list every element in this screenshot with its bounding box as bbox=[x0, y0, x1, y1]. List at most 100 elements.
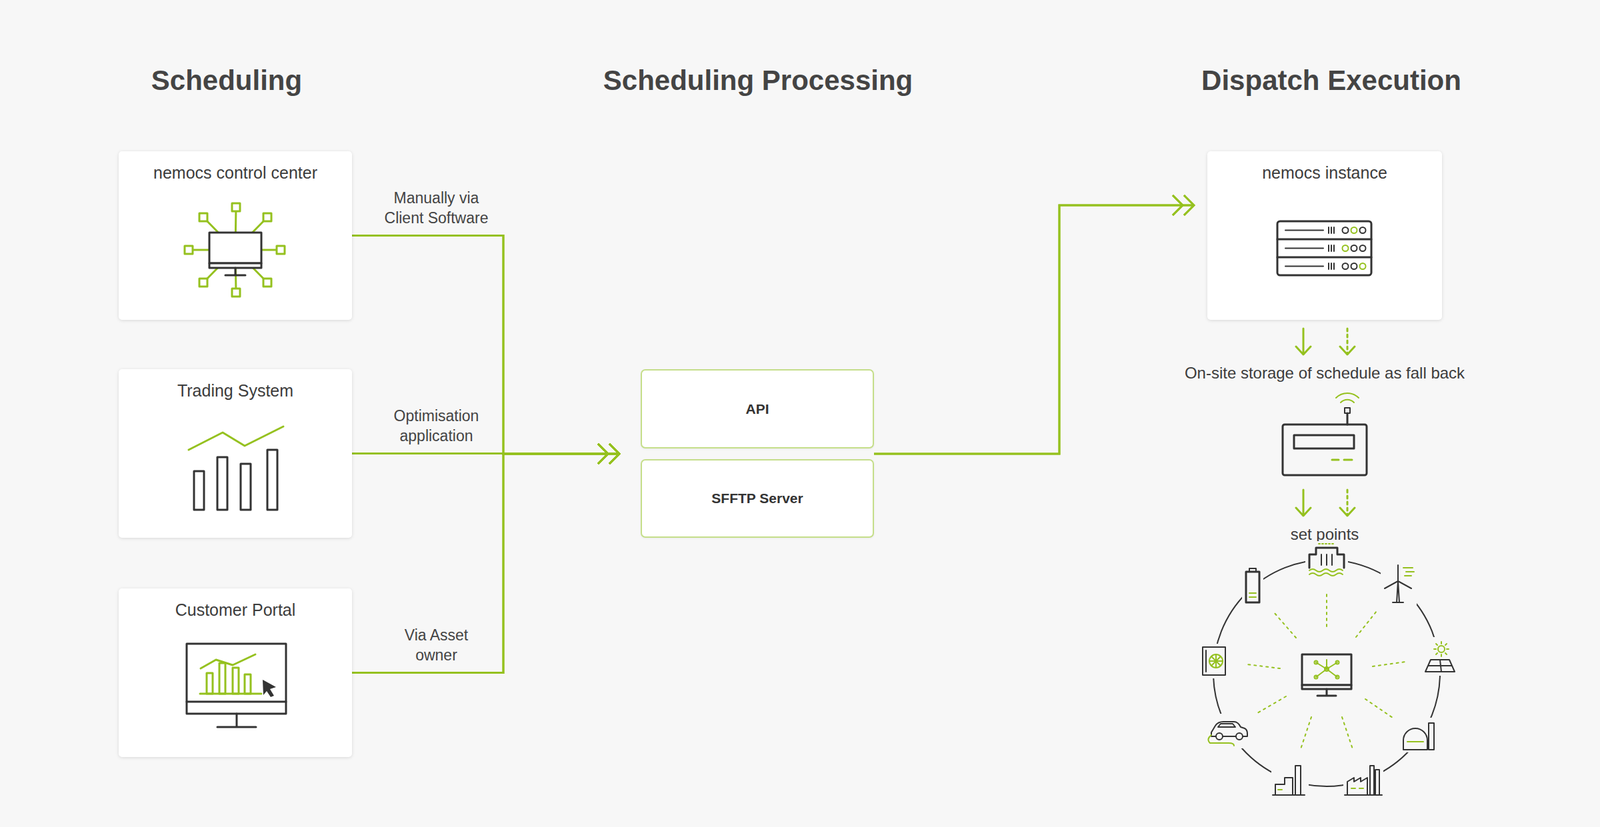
icon-backdrop bbox=[1199, 644, 1229, 679]
connector-line bbox=[352, 236, 620, 455]
sun-rays bbox=[1434, 642, 1449, 657]
industrial-building-icon bbox=[1271, 762, 1309, 798]
unit-panel bbox=[1205, 650, 1207, 672]
connector-line bbox=[352, 454, 620, 674]
node-label: Trading System bbox=[118, 369, 352, 401]
icon-backdrop bbox=[1271, 762, 1309, 798]
battery-body bbox=[1246, 572, 1260, 603]
storage-building-icon bbox=[1400, 718, 1441, 753]
ground-line bbox=[1272, 794, 1305, 796]
wifi-signal bbox=[1336, 393, 1359, 403]
chimney bbox=[1428, 723, 1434, 750]
network-node bbox=[1314, 661, 1318, 665]
factory-windows bbox=[1351, 788, 1364, 790]
node-label: nemocs control center bbox=[118, 151, 352, 183]
edge-label: Optimisation application bbox=[376, 406, 497, 446]
source-card: Customer Portal bbox=[118, 588, 352, 758]
monitor-bezel bbox=[1302, 685, 1352, 690]
electric-car-icon bbox=[1206, 714, 1250, 749]
plant-dots bbox=[1318, 543, 1335, 545]
network-node bbox=[1336, 676, 1340, 680]
monitor-screen bbox=[1302, 654, 1352, 686]
antenna bbox=[1346, 413, 1349, 425]
solar-panel-icon bbox=[1420, 637, 1458, 676]
interface-box: SFFTP Server bbox=[640, 459, 874, 538]
charging-cable bbox=[1208, 735, 1234, 746]
control-computer-icon bbox=[1302, 654, 1352, 696]
car-body bbox=[1211, 722, 1248, 737]
factory-icon bbox=[1343, 762, 1384, 798]
solid-down-arrow bbox=[1296, 328, 1311, 355]
column-heading: Scheduling bbox=[151, 64, 302, 97]
target-card: nemocs instance bbox=[1207, 151, 1442, 320]
connector-line bbox=[874, 205, 1194, 454]
dotted-down-arrow bbox=[1346, 490, 1349, 516]
edge-label: Via Asset owner bbox=[393, 625, 480, 666]
device-body bbox=[1282, 424, 1367, 476]
chimney bbox=[1375, 770, 1380, 796]
arrow-head bbox=[1340, 346, 1355, 355]
node-label: Customer Portal bbox=[118, 588, 352, 620]
building bbox=[1275, 778, 1293, 796]
monitor-stand bbox=[1317, 689, 1336, 696]
source-card: Trading System bbox=[118, 369, 352, 538]
dotted-down-arrow bbox=[1346, 328, 1349, 354]
network-spoke bbox=[1316, 660, 1338, 678]
unit-casing bbox=[1202, 647, 1226, 676]
column-heading: Dispatch Execution bbox=[1201, 64, 1462, 97]
interface-box: API bbox=[640, 369, 874, 449]
fan-blades bbox=[1209, 654, 1223, 668]
ground-line bbox=[1344, 794, 1382, 796]
asset-ring bbox=[1213, 560, 1440, 787]
flow-arrows bbox=[1296, 328, 1355, 355]
chimney bbox=[1295, 766, 1301, 796]
solid-down-arrow bbox=[1296, 490, 1311, 516]
dome bbox=[1403, 728, 1428, 750]
turbine-blades bbox=[1384, 565, 1412, 589]
turbine-tower bbox=[1392, 581, 1404, 603]
water-waves bbox=[1309, 569, 1343, 576]
connector-line bbox=[352, 236, 620, 455]
sun bbox=[1438, 646, 1445, 653]
factory-hall bbox=[1347, 778, 1368, 796]
wind-lines bbox=[1403, 568, 1414, 576]
node-label: API bbox=[745, 401, 769, 418]
icon-backdrop bbox=[1420, 637, 1458, 676]
device-leds bbox=[1332, 459, 1352, 462]
icon-backdrop bbox=[1380, 562, 1417, 606]
icon-backdrop bbox=[1343, 762, 1384, 798]
battery-cap bbox=[1249, 568, 1256, 572]
solar-panel bbox=[1425, 660, 1455, 672]
edge-label: Manually via Client Software bbox=[376, 188, 497, 228]
car-wheel bbox=[1236, 733, 1243, 740]
flow-arrows bbox=[1296, 490, 1355, 516]
battery-icon bbox=[1242, 566, 1264, 607]
connector-line bbox=[874, 205, 1194, 454]
antenna-tip bbox=[1344, 408, 1350, 414]
device-display bbox=[1294, 435, 1354, 449]
icon-backdrop bbox=[1242, 566, 1264, 607]
network-node bbox=[1336, 661, 1340, 665]
radial-link bbox=[1247, 593, 1406, 750]
step-note: On-site storage of schedule as fall back bbox=[1184, 364, 1465, 383]
network-node bbox=[1314, 676, 1318, 680]
icon-backdrop bbox=[1400, 718, 1441, 753]
chimney bbox=[1370, 766, 1374, 796]
arrow-head bbox=[1340, 508, 1355, 516]
step-note: set points bbox=[1290, 525, 1360, 544]
plant-pillars bbox=[1321, 554, 1332, 566]
battery-level bbox=[1249, 593, 1256, 598]
node-label: SFFTP Server bbox=[711, 490, 803, 507]
column-heading: Scheduling Processing bbox=[603, 64, 913, 97]
icon-backdrop bbox=[1305, 541, 1348, 578]
plant-building bbox=[1309, 548, 1344, 568]
dome-stripe bbox=[1407, 741, 1424, 743]
network-node bbox=[1324, 667, 1329, 672]
hydro-plant-icon bbox=[1305, 541, 1348, 578]
gateway-device-icon bbox=[1282, 393, 1367, 476]
building-window bbox=[1278, 789, 1282, 791]
car-wheel bbox=[1216, 733, 1223, 740]
heat-pump-icon bbox=[1199, 644, 1229, 679]
car-window bbox=[1218, 724, 1236, 728]
